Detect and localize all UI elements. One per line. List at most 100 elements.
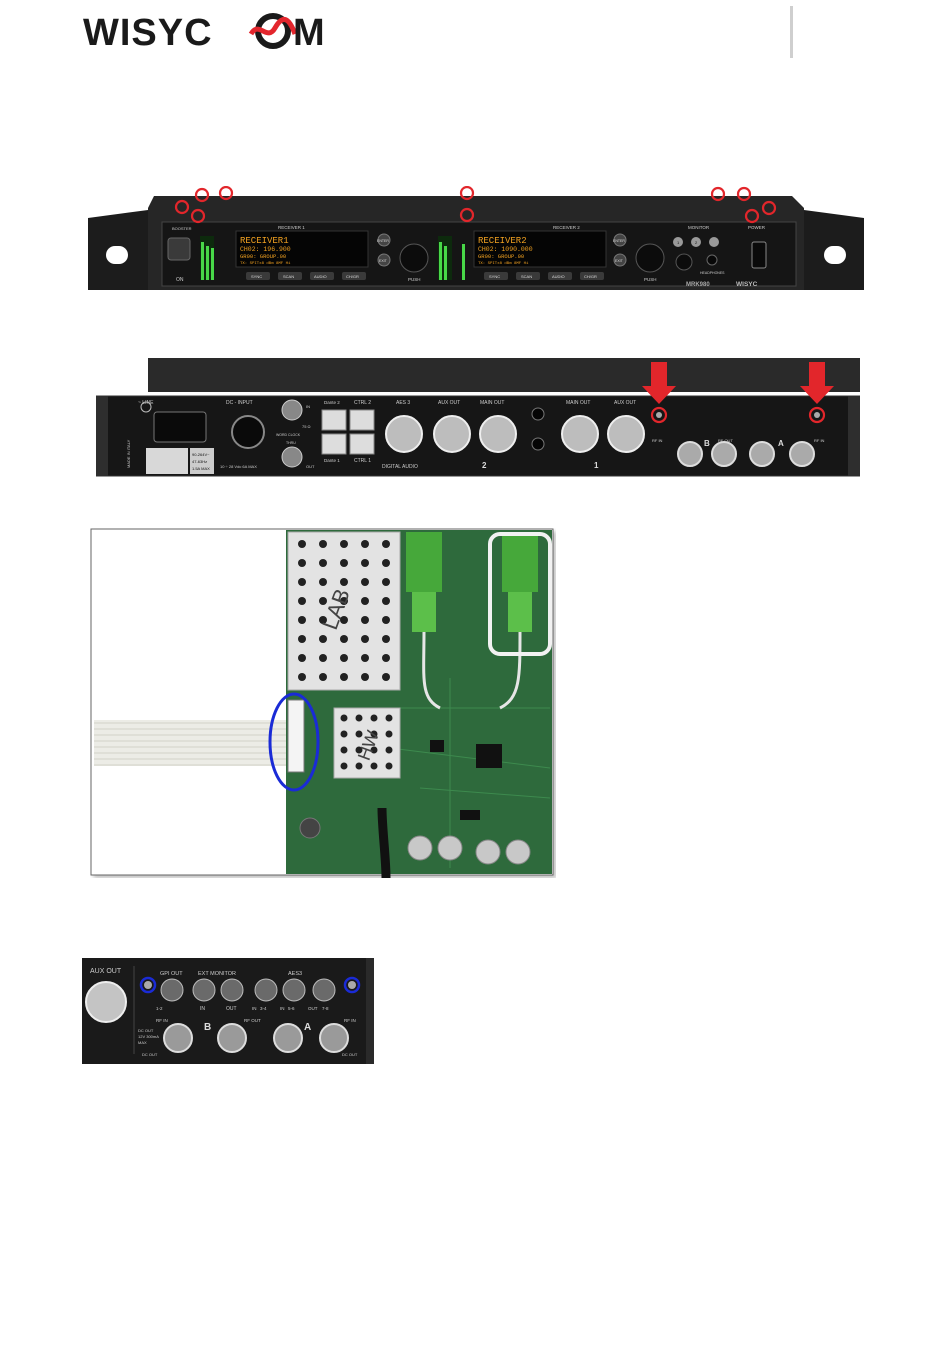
board-graphic: LAB HW — [90, 528, 554, 878]
detail-aux-out-xlr[interactable] — [85, 981, 127, 1023]
shield-hole — [382, 540, 390, 548]
receiver2-scan-button[interactable] — [516, 272, 540, 280]
rf-shield-large-holes — [298, 540, 390, 681]
jack-upper[interactable] — [531, 407, 545, 421]
shield-hole — [370, 714, 378, 722]
receiver2-sync-button[interactable] — [484, 272, 508, 280]
headphones-jack[interactable] — [706, 254, 718, 266]
jack-lower[interactable] — [531, 437, 545, 451]
dante1-label: Dante 1 — [324, 458, 340, 463]
shield-hole — [355, 762, 363, 770]
receiver1-chgr-button[interactable] — [342, 272, 366, 280]
word-clock-label: WORD CLOCK — [276, 433, 301, 437]
shield-hole — [382, 654, 390, 662]
marker-red-6 — [459, 207, 475, 223]
rf-out-b-bnc[interactable] — [711, 441, 737, 467]
line-label: ~ LINE — [138, 400, 154, 406]
receiver1-meter — [200, 236, 214, 280]
shield-hole — [319, 673, 327, 681]
receiver2-audio-button[interactable] — [548, 272, 572, 280]
rear-screw-1 — [656, 412, 662, 418]
detail-ear — [366, 958, 374, 1064]
shield-hole — [385, 730, 393, 738]
monitor-button-1[interactable] — [673, 237, 683, 247]
shield-hole — [361, 540, 369, 548]
receiver1-exit-button[interactable] — [377, 253, 391, 267]
receiver1-function-buttons: SYNC SCAN AUDIO CH/GR — [246, 272, 366, 280]
rf-in-b-bnc[interactable] — [677, 441, 703, 467]
aes3-xlr[interactable] — [385, 415, 423, 453]
capacitor-3 — [475, 839, 501, 865]
rf-out-a-bnc[interactable] — [749, 441, 775, 467]
chip-3 — [460, 810, 480, 820]
fiber-boot-right — [508, 592, 532, 632]
arrow-down-icon-2 — [800, 362, 834, 404]
detail-dc-max-label: MAX — [138, 1040, 147, 1045]
ac-inlet[interactable] — [153, 411, 207, 443]
rear-detail-graphic: AUX OUT GPI OUT EXT MONITOR IN OUT AES3 … — [82, 958, 374, 1064]
detail-rf-out-a[interactable] — [273, 1023, 303, 1053]
shield-hole — [319, 635, 327, 643]
detail-ext-monitor-in[interactable] — [192, 978, 216, 1002]
detail-dc-out-label: DC OUT — [138, 1028, 154, 1033]
receiver1-sync-label: SYNC — [251, 274, 262, 279]
detail-rf-out-b[interactable] — [217, 1023, 247, 1053]
aux-out-1-xlr[interactable] — [607, 415, 645, 453]
rf-in-a-bnc[interactable] — [789, 441, 815, 467]
shield-hole — [361, 654, 369, 662]
fiber-connector-left[interactable] — [406, 532, 442, 592]
receiver1-line3: GR00: GROUP.00 — [240, 253, 286, 260]
fiber-connector-right[interactable] — [502, 532, 538, 592]
header-divider — [790, 6, 793, 58]
shield-hole — [340, 635, 348, 643]
chip-1 — [476, 744, 502, 768]
main-out-1-xlr[interactable] — [561, 415, 599, 453]
receiver2-line4: TX: SPITx8 dBm 8MF Hi — [478, 261, 529, 266]
capacitor-1 — [407, 835, 433, 861]
ctrl2-port[interactable] — [349, 409, 375, 431]
ctrl1-port[interactable] — [349, 433, 375, 455]
monitor-button-2[interactable] — [691, 237, 701, 247]
receiver1-enter-button[interactable] — [377, 233, 391, 247]
dc-input-connector[interactable] — [231, 415, 265, 449]
receiver1-push-knob[interactable] — [399, 243, 429, 273]
receiver2-exit-button[interactable] — [613, 253, 627, 267]
monitor-volume-knob[interactable] — [675, 253, 693, 271]
shield-hole — [319, 597, 327, 605]
detail-gpi-out-connector[interactable] — [160, 978, 184, 1002]
receiver2-enter-button[interactable] — [613, 233, 627, 247]
word-clock-out-bnc[interactable] — [281, 446, 303, 468]
word-clock-in-bnc[interactable] — [281, 399, 303, 421]
detail-dc-spec-label: 12V 300mA — [138, 1034, 159, 1039]
power-switch[interactable] — [751, 241, 767, 269]
detail-ext-monitor-out[interactable] — [220, 978, 244, 1002]
receiver1-audio-button[interactable] — [310, 272, 334, 280]
receiver2-sync-label: SYNC — [489, 274, 500, 279]
detail-ch34-label: 3-4 — [260, 1006, 267, 1011]
receiver1-scan-button[interactable] — [278, 272, 302, 280]
detail-dc-out-label-3: DC OUT — [342, 1052, 358, 1057]
detail-aes3-out-78[interactable] — [312, 978, 336, 1002]
detail-rf-in-a-label: RF IN — [344, 1018, 356, 1023]
aux-out-2-xlr[interactable] — [433, 415, 471, 453]
rating-label: 90-264V~ 47-63Hz 1.5A MAX — [146, 448, 214, 474]
detail-rf-in-a[interactable] — [319, 1023, 349, 1053]
dante2-port[interactable] — [321, 409, 347, 431]
wisycom-logo: WISYC M — [83, 12, 349, 54]
receiver2-push-knob[interactable] — [635, 243, 665, 273]
ribbon-connector[interactable] — [287, 699, 305, 773]
receiver1-sync-button[interactable] — [246, 272, 270, 280]
rear-screw-2 — [814, 412, 820, 418]
main-out-2-xlr[interactable] — [479, 415, 517, 453]
receiver2-chgr-button[interactable] — [580, 272, 604, 280]
dante1-port[interactable] — [321, 433, 347, 455]
rear-ear-right — [848, 396, 860, 476]
detail-a-label: A — [304, 1022, 311, 1033]
booster-button[interactable] — [167, 237, 191, 261]
detail-marker-right — [343, 976, 361, 994]
detail-aes3-in-12[interactable] — [254, 978, 278, 1002]
rating-1: 90-264V~ — [192, 452, 210, 457]
detail-aes3-in-56[interactable] — [282, 978, 306, 1002]
detail-rf-in-b[interactable] — [163, 1023, 193, 1053]
shield-hole — [298, 616, 306, 624]
